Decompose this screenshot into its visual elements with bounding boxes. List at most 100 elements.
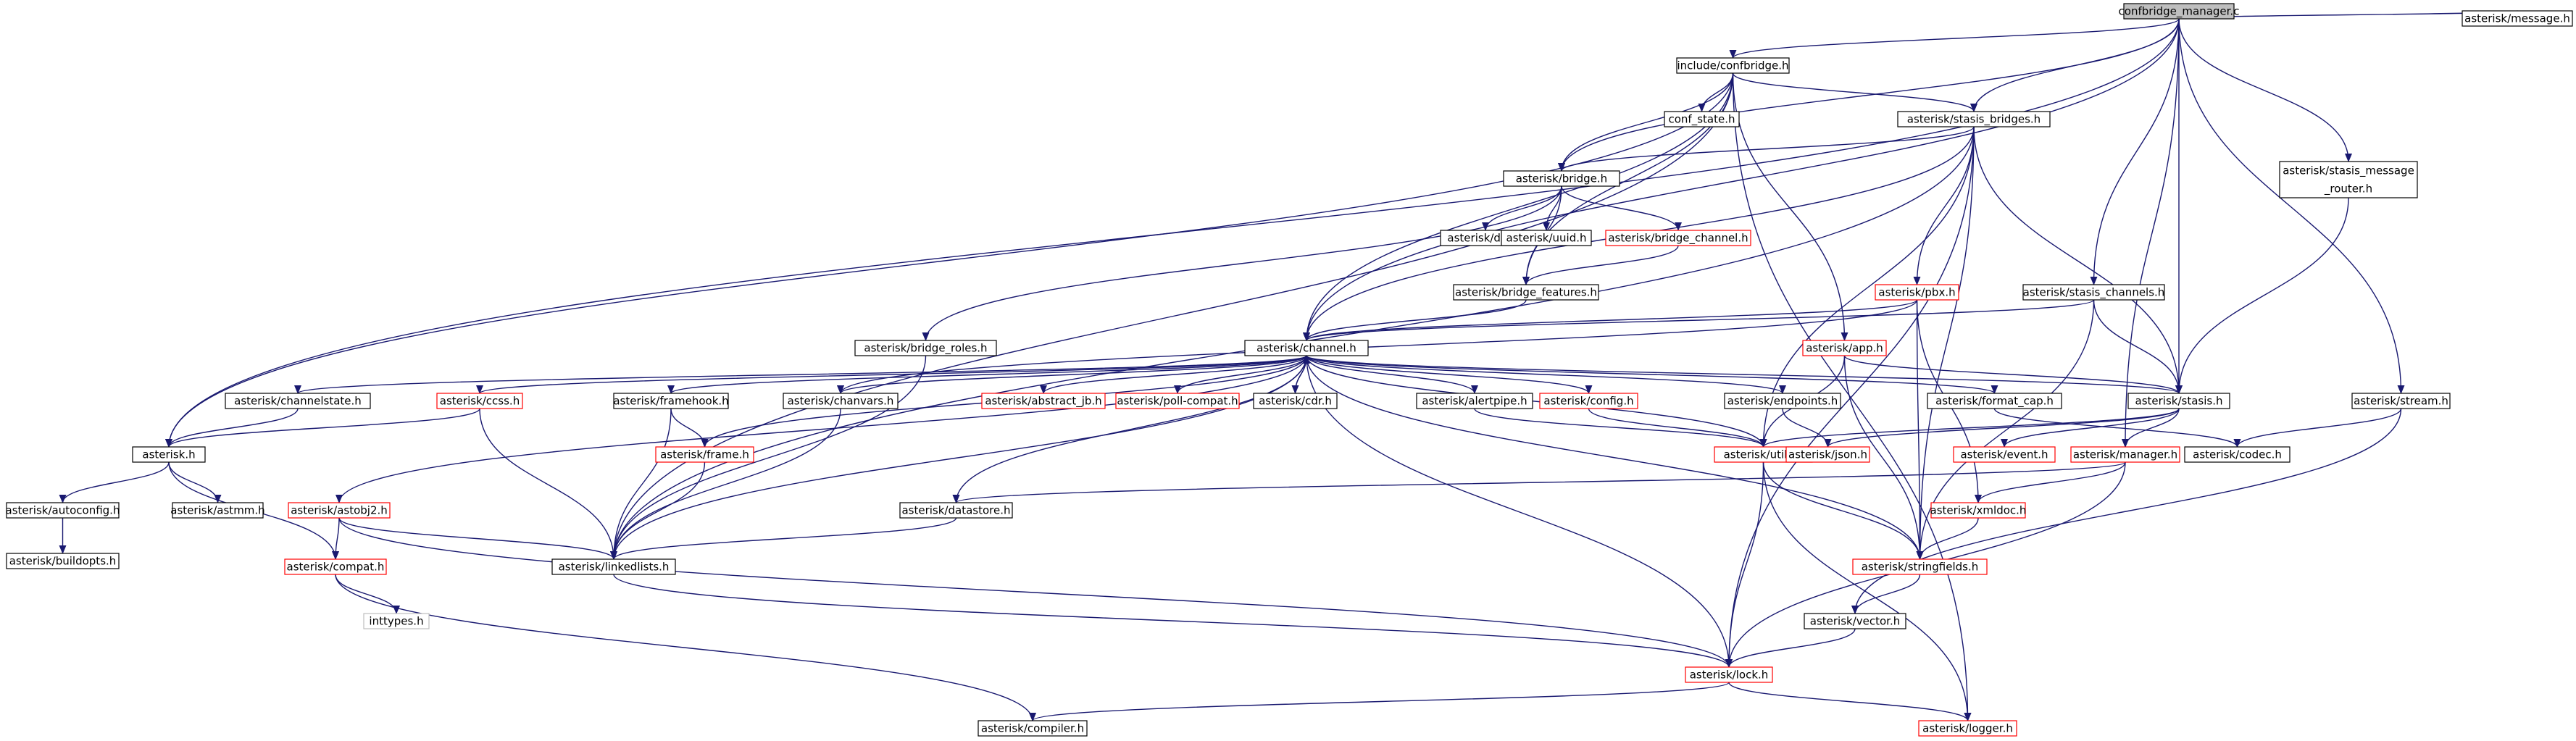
node-compat[interactable]: asterisk/compat.h [284, 558, 387, 575]
edge-stasis-to-json [1824, 408, 2180, 448]
node-channel[interactable]: asterisk/channel.h [1244, 340, 1369, 356]
edge-channelstate-to-asterisk [165, 408, 299, 448]
edge-utils-to-lock [1725, 461, 1764, 668]
node-vector-box [1804, 613, 1906, 629]
node-datastore[interactable]: asterisk/datastore.h [899, 502, 1013, 519]
node-confbridge[interactable]: include/confbridge.h [1676, 57, 1790, 74]
node-smr[interactable]: asterisk/stasis_message_router.h [2279, 161, 2418, 198]
edge-root-to-stasis_channels [2090, 18, 2180, 285]
node-buildopts[interactable]: asterisk/buildopts.h [6, 553, 120, 569]
node-bridge-label: asterisk/bridge.h [1516, 172, 1607, 185]
edge-channel-to-chanvars [837, 355, 1307, 394]
edge-stasis_bridges-to-bridge [1558, 126, 1975, 172]
node-stasis[interactable]: asterisk/stasis.h [2127, 393, 2230, 409]
node-buildopts-label: asterisk/buildopts.h [9, 555, 117, 568]
node-channel-label: asterisk/channel.h [1256, 342, 1356, 355]
node-event[interactable]: asterisk/event.h [1953, 446, 2056, 463]
node-utils-label: asterisk/utils.h [1724, 448, 1804, 461]
edge-bridge_channel-to-bridge_features [1522, 245, 1679, 285]
node-stasis_channels-label: asterisk/stasis_channels.h [2023, 286, 2165, 300]
node-message-box [2462, 10, 2573, 27]
node-logger[interactable]: asterisk/logger.h [1918, 720, 2017, 737]
node-lock[interactable]: asterisk/lock.h [1685, 666, 1773, 683]
node-endpoints[interactable]: asterisk/endpoints.h [1724, 393, 1841, 409]
node-codec-label: asterisk/codec.h [2193, 448, 2282, 461]
edge-channel-to-poll_compat [1174, 355, 1307, 394]
node-bridge_features[interactable]: asterisk/bridge_features.h [1453, 284, 1599, 301]
node-vector[interactable]: asterisk/vector.h [1804, 613, 1906, 629]
node-frame-box [655, 446, 754, 463]
node-uuid[interactable]: asterisk/uuid.h [1501, 230, 1592, 246]
node-root[interactable]: confbridge_manager.c [2119, 3, 2240, 20]
edge-channel-to-endpoints [1306, 355, 1786, 394]
node-poll_compat[interactable]: asterisk/poll-compat.h [1115, 393, 1240, 409]
edge-linkedlists-to-lock [613, 574, 1733, 668]
node-format_cap[interactable]: asterisk/format_cap.h [1927, 393, 2062, 409]
edge-channel-to-astobj2 [335, 355, 1307, 503]
edge-stasis_channels-to-channel [1303, 299, 2095, 341]
node-asterisk-label: asterisk.h [142, 448, 195, 461]
node-app[interactable]: asterisk/app.h [1802, 340, 1887, 356]
node-message[interactable]: asterisk/message.h [2462, 10, 2573, 27]
node-compat-box [284, 558, 387, 575]
node-abstract_jb[interactable]: asterisk/abstract_jb.h [981, 393, 1106, 409]
node-astobj2[interactable]: asterisk/astobj2.h [288, 502, 391, 519]
edge-root-to-confbridge [1729, 18, 2180, 59]
node-frame[interactable]: asterisk/frame.h [655, 446, 754, 463]
edge-root-to-stream [2178, 18, 2405, 394]
node-conf_state[interactable]: conf_state.h [1664, 111, 1740, 127]
edge-stasis_channels-to-stringfields [1916, 299, 2095, 560]
node-astmm-label: asterisk/astmm.h [170, 504, 264, 517]
node-linkedlists[interactable]: asterisk/linkedlists.h [551, 558, 676, 575]
edge-confbridge-to-linkedlists [610, 72, 1734, 560]
node-asterisk[interactable]: asterisk.h [132, 446, 206, 463]
node-xmldoc[interactable]: asterisk/xmldoc.h [1930, 502, 2027, 519]
node-stasis_channels-box [2022, 284, 2165, 301]
node-autoconfig[interactable]: asterisk/autoconfig.h [6, 502, 120, 519]
edge-compat-to-compiler [335, 574, 1036, 721]
edge-pbx-to-channel [1303, 299, 1918, 341]
node-alertpipe[interactable]: asterisk/alertpipe.h [1416, 393, 1533, 409]
node-cdr[interactable]: asterisk/cdr.h [1253, 393, 1338, 409]
node-astobj2-box [288, 502, 391, 519]
node-bridge[interactable]: asterisk/bridge.h [1503, 170, 1620, 187]
node-stringfields[interactable]: asterisk/stringfields.h [1852, 558, 1988, 575]
edge-stasis_bridges-to-stasis [1973, 126, 2183, 394]
node-manager[interactable]: asterisk/manager.h [2070, 446, 2180, 463]
node-abstract_jb-box [981, 393, 1106, 409]
node-frame-label: asterisk/frame.h [660, 448, 749, 461]
node-json[interactable]: asterisk/json.h [1785, 446, 1870, 463]
node-stasis-label: asterisk/stasis.h [2135, 395, 2223, 408]
node-chanvars[interactable]: asterisk/chanvars.h [783, 393, 899, 409]
edge-root-to-bridge [1558, 18, 2180, 172]
node-inttypes-label: inttypes.h [369, 615, 423, 628]
edge-channel-to-alertpipe [1306, 355, 1478, 394]
node-bridge_roles[interactable]: asterisk/bridge_roles.h [854, 340, 997, 356]
node-bridge_roles-label: asterisk/bridge_roles.h [864, 342, 987, 356]
edge-ccss-to-asterisk [165, 408, 480, 448]
node-codec[interactable]: asterisk/codec.h [2184, 446, 2291, 463]
edge-asterisk-to-autoconfig [59, 461, 170, 503]
node-channelstate-label: asterisk/channelstate.h [234, 395, 362, 408]
edge-lock-to-compiler [1029, 682, 1730, 721]
node-pbx[interactable]: asterisk/pbx.h [1875, 284, 1959, 301]
node-bridge_channel[interactable]: asterisk/bridge_channel.h [1605, 230, 1751, 246]
node-ccss[interactable]: asterisk/ccss.h [436, 393, 523, 409]
node-event-label: asterisk/event.h [1960, 448, 2048, 461]
edge-cdr-to-channel [1294, 355, 1310, 394]
node-app-label: asterisk/app.h [1806, 342, 1883, 355]
edge-bridge-to-bridge_channel [1561, 185, 1682, 231]
node-config[interactable]: asterisk/config.h [1539, 393, 1638, 409]
node-inttypes-box [363, 613, 430, 629]
node-compiler[interactable]: asterisk/compiler.h [978, 720, 1088, 737]
node-framehook[interactable]: asterisk/framehook.h [613, 393, 729, 409]
node-stasis_channels[interactable]: asterisk/stasis_channels.h [2022, 284, 2165, 301]
node-stasis_bridges[interactable]: asterisk/stasis_bridges.h [1897, 111, 2051, 127]
node-inttypes[interactable]: inttypes.h [363, 613, 430, 629]
node-stream[interactable]: asterisk/stream.h [2351, 393, 2451, 409]
node-astmm[interactable]: asterisk/astmm.h [170, 502, 265, 519]
edge-stasis-to-manager [2122, 408, 2180, 448]
edge-channel-to-stasis [1306, 355, 2183, 394]
node-bridge_features-box [1453, 284, 1599, 301]
node-channelstate[interactable]: asterisk/channelstate.h [225, 393, 371, 409]
